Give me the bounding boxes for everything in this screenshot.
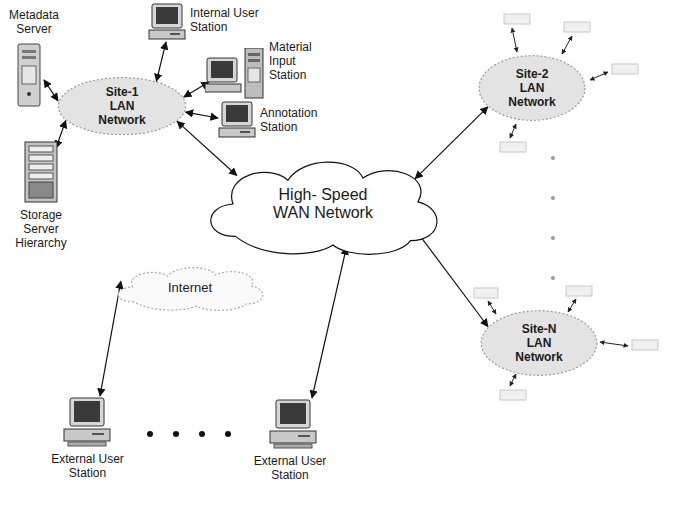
peripheral-box <box>612 64 638 74</box>
station-node: Material Input Station <box>205 40 331 102</box>
dot <box>551 156 555 160</box>
peripheral-link <box>600 342 628 346</box>
dot <box>551 196 555 200</box>
node-label: External User Station <box>240 454 340 482</box>
dot <box>147 431 153 437</box>
lan-ellipse: Site-N LAN Network <box>480 310 598 376</box>
link-arrow <box>186 112 218 118</box>
dot <box>173 431 179 437</box>
node-label: External User Station <box>40 452 135 480</box>
link-arrow <box>44 80 58 101</box>
lan-ellipse: Site-2 LAN Network <box>478 55 586 121</box>
workstation-icon <box>205 48 265 100</box>
continuation-dots-horizontal <box>147 431 231 437</box>
link-arrow <box>100 281 121 396</box>
lan-ellipse: Site-1 LAN Network <box>57 77 187 135</box>
dot <box>551 236 555 240</box>
peripheral-box <box>500 142 526 152</box>
node-label: Internal User Station <box>190 6 278 34</box>
continuation-dots-vertical <box>551 156 555 280</box>
peripheral-link <box>590 72 608 80</box>
monitor-icon <box>218 100 256 140</box>
station-node: External User Station <box>40 396 135 486</box>
node-label: Metadata Server <box>4 8 64 36</box>
node-label: Storage Server Hierarchy <box>2 208 80 250</box>
peripheral-link <box>488 301 496 314</box>
link-arrow <box>415 107 488 179</box>
bigmonitor-icon <box>268 398 318 450</box>
ellipse-path <box>479 56 585 121</box>
peripheral-box <box>632 340 658 350</box>
peripheral-box <box>474 288 498 298</box>
link-arrow <box>415 229 488 326</box>
peripheral-box <box>564 22 590 32</box>
cloud-path <box>211 162 437 254</box>
station-node: Internal User Station <box>148 2 278 44</box>
peripheral-box <box>504 14 530 24</box>
site-n-peripherals <box>474 286 658 400</box>
cloud-path <box>118 268 263 311</box>
station-node: Annotation Station <box>218 100 333 136</box>
peripheral-link <box>568 299 576 312</box>
node-label: Material Input Station <box>269 40 331 82</box>
dot <box>199 431 205 437</box>
ellipse-path <box>481 311 597 376</box>
storage-node: Storage Server Hierarchy <box>2 140 80 258</box>
node-label: Site-N LAN Network <box>509 322 569 364</box>
node-label: Site-2 LAN Network <box>502 67 562 109</box>
peripheral-box <box>566 286 592 296</box>
node-label: Site-1 LAN Network <box>92 85 152 127</box>
server-node: Metadata Server <box>4 8 64 108</box>
dot <box>551 276 555 280</box>
peripheral-link <box>510 374 516 386</box>
peripheral-box <box>500 390 526 400</box>
peripheral-link <box>510 124 516 138</box>
node-label: Internet <box>150 280 230 295</box>
monitor-icon <box>148 2 186 42</box>
tower-icon <box>14 42 44 108</box>
wan-cloud: High- Speed WAN Network <box>198 150 448 258</box>
node-label: High- Speed WAN Network <box>263 186 383 222</box>
peripheral-link <box>562 36 572 54</box>
link-arrow <box>156 42 166 81</box>
rack-icon <box>23 140 59 204</box>
node-label: Annotation Station <box>260 106 332 134</box>
link-arrow <box>312 247 346 398</box>
peripheral-link <box>512 28 517 52</box>
station-node: External User Station <box>240 398 340 488</box>
internet-cloud: Internet <box>110 262 270 312</box>
dot <box>225 431 231 437</box>
ellipse-path <box>58 77 185 134</box>
bigmonitor-icon <box>62 396 112 448</box>
